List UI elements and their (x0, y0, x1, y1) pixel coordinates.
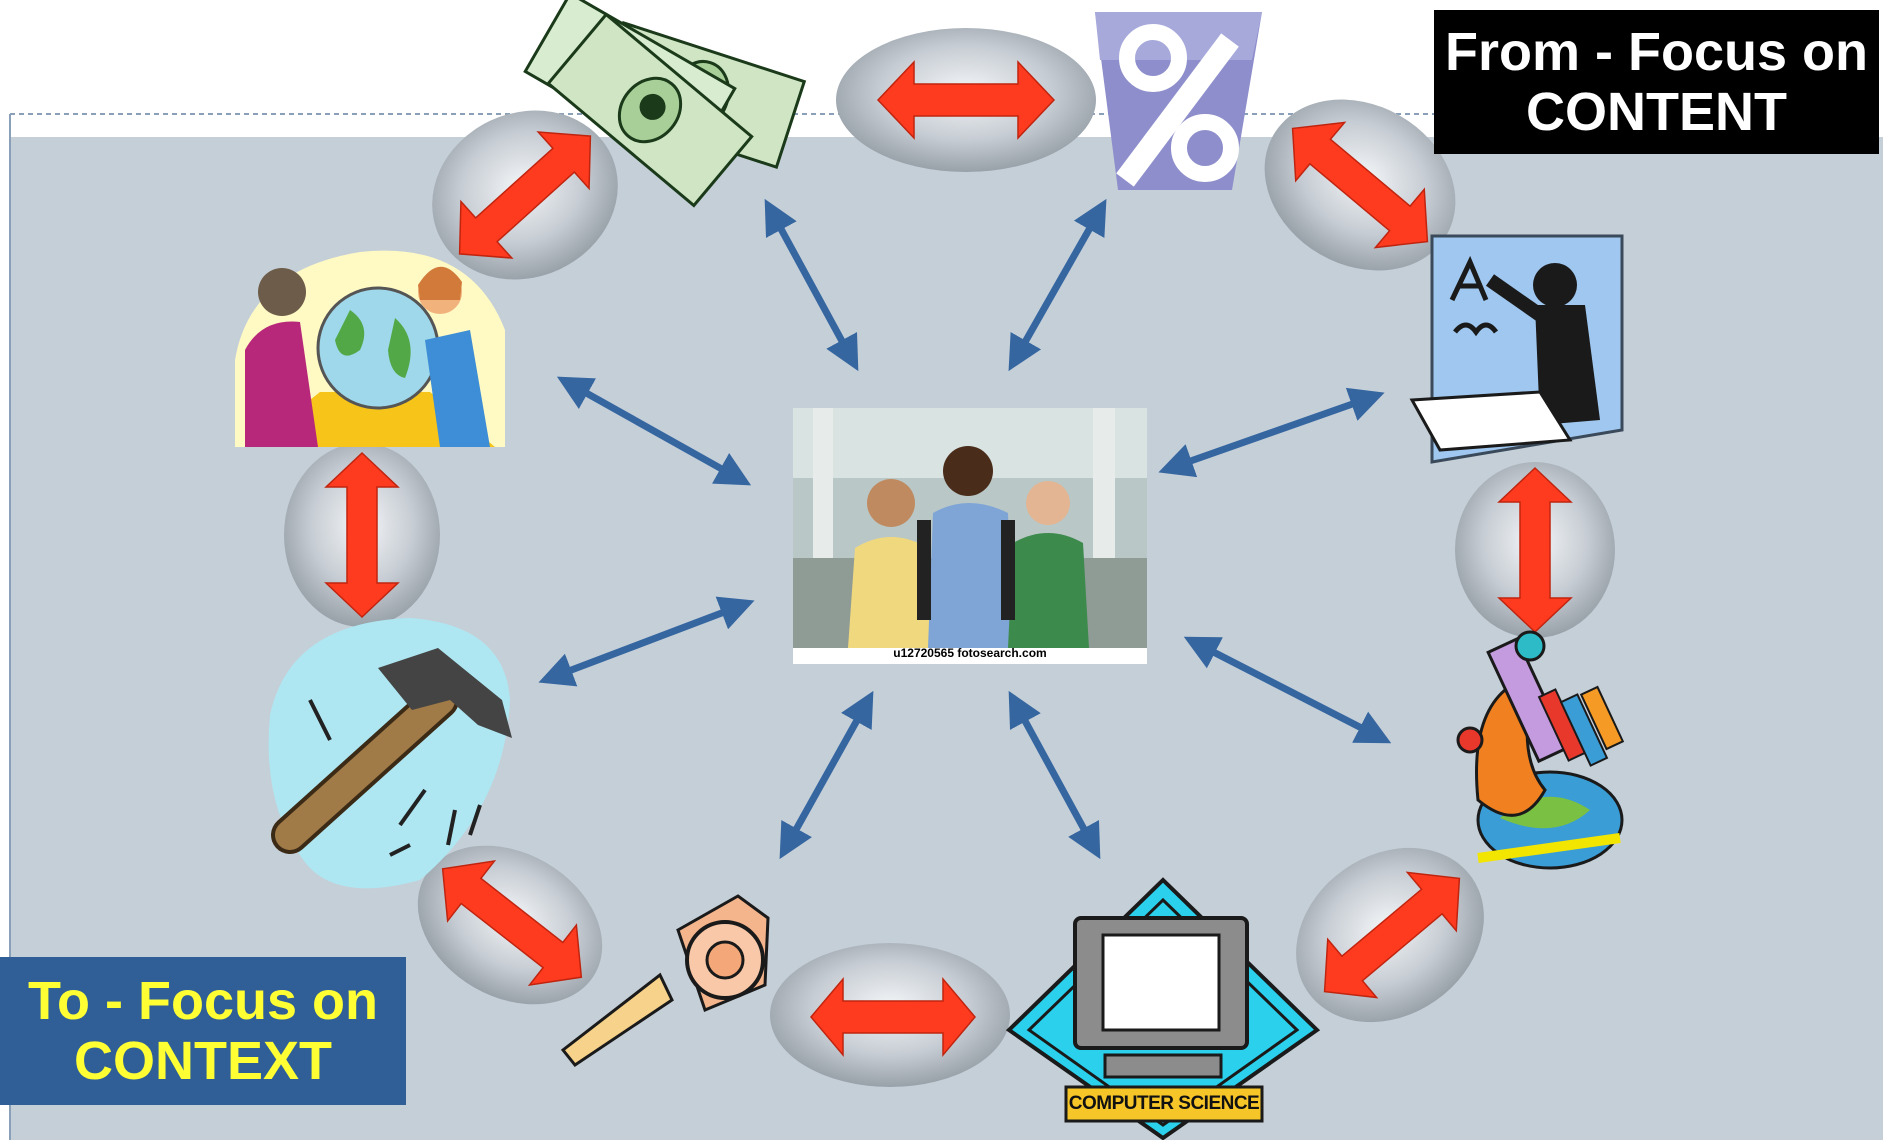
to-label-line2: CONTEXT (73, 1031, 332, 1091)
money-icon (523, 0, 807, 208)
red-arrow-bottom-right (1323, 871, 1461, 999)
red-arrows (324, 60, 1573, 1058)
blue-arrow-teacher (556, 376, 752, 486)
blue-arrow-computer (1008, 690, 1101, 860)
blue-arrow-lecturer (1158, 387, 1385, 478)
red-arrow-bottom-left (441, 860, 583, 986)
from-label-box: From - Focus on CONTENT (1434, 10, 1879, 154)
red-arrow-top-left (458, 131, 592, 259)
blue-arrow-percent (1008, 198, 1107, 372)
microscope-icon (1456, 630, 1625, 870)
red-arrow-bottom (810, 976, 976, 1058)
blue-arrow-money (764, 198, 859, 372)
photo-caption: u12720565 fotosearch.com (893, 646, 1047, 660)
blue-arrows (538, 198, 1392, 860)
to-label-box: To - Focus on CONTEXT (0, 957, 406, 1105)
tape-measure-icon (560, 894, 770, 1068)
computer-science-label: COMPUTER SCIENCE (1068, 1093, 1260, 1114)
students-photo: u12720565 fotosearch.com (793, 408, 1147, 664)
red-arrow-left (324, 451, 400, 619)
photo-image (793, 408, 1147, 648)
from-label-line2: CONTENT (1526, 82, 1787, 142)
blue-arrow-hammer (538, 596, 755, 687)
from-label-line1: From - Focus on (1445, 21, 1868, 82)
hammer-icon (268, 618, 512, 889)
blue-arrow-tape (779, 690, 874, 860)
computer-icon (1005, 877, 1321, 1141)
blue-arrow-microscope (1183, 636, 1392, 744)
lecturer-icon (1409, 234, 1624, 464)
to-label-line1: To - Focus on (28, 970, 378, 1031)
teacher-globe-icon (235, 250, 505, 447)
percent-icon (1095, 12, 1262, 190)
red-arrow-top-right (1291, 121, 1429, 249)
red-arrow-top (876, 60, 1056, 140)
